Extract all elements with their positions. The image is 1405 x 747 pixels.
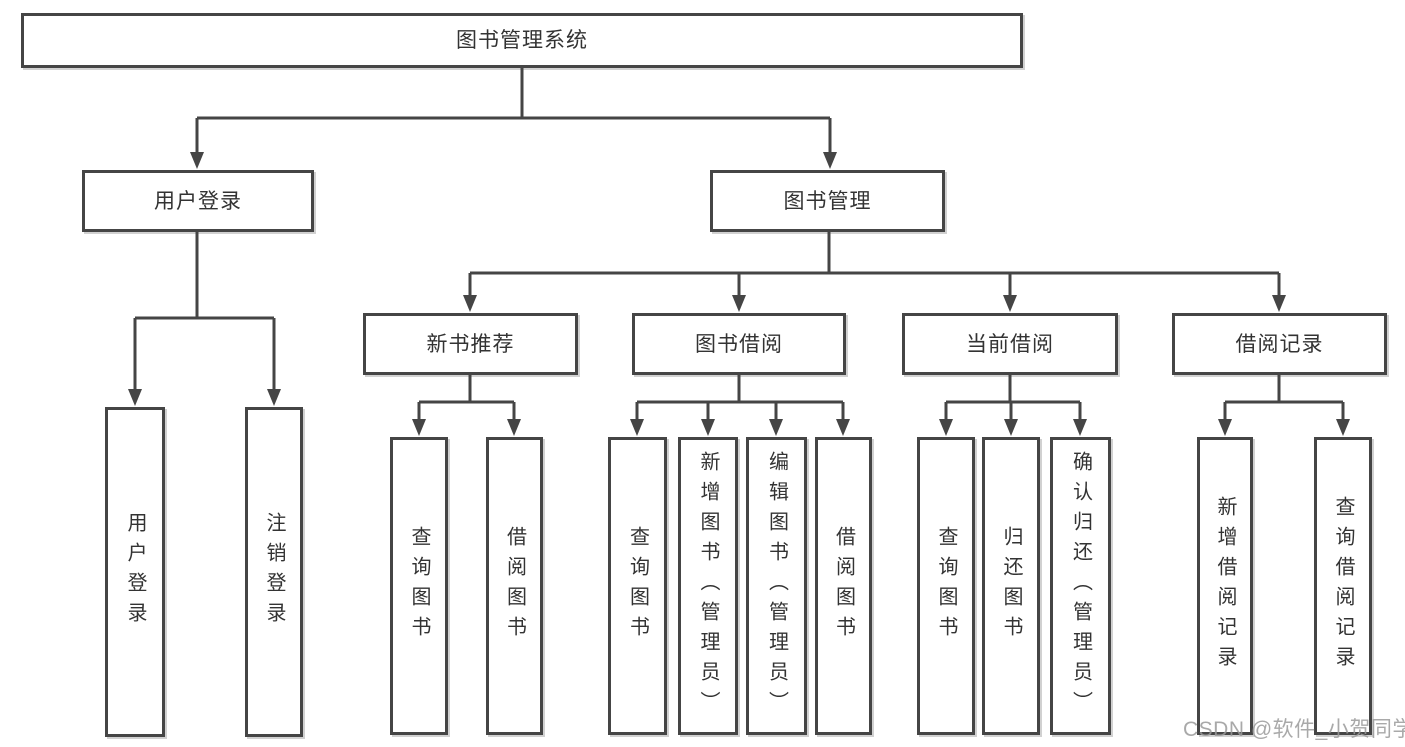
leaf-newbook-query-books: 查询图书	[390, 437, 448, 735]
leaf-logout: 注销登录	[245, 407, 303, 737]
connector-book-mgmt-to-level3	[463, 232, 1286, 312]
leaf-borrow-add-books-admin: 新增图书（管理员）	[678, 437, 738, 735]
leaf-newbook-borrow-books: 借阅图书	[486, 437, 543, 735]
node-new-book-recommend: 新书推荐	[363, 313, 578, 375]
leaf-records-add-record: 新增借阅记录	[1197, 437, 1253, 735]
connector-root-to-level2	[190, 68, 837, 169]
leaf-borrow-query-books: 查询图书	[608, 437, 667, 735]
connector-new-book-children	[412, 375, 521, 436]
node-book-borrowing: 图书借阅	[632, 313, 846, 375]
leaf-borrow-edit-books-admin: 编辑图书（管理员）	[746, 437, 807, 735]
watermark-text: CSDN @软件_小贺同学	[1183, 718, 1405, 741]
connector-user-login-children	[128, 232, 281, 406]
leaf-current-confirm-return-admin: 确认归还（管理员）	[1050, 437, 1111, 735]
leaf-user-login: 用户登录	[105, 407, 165, 737]
node-book-management: 图书管理	[710, 170, 945, 232]
node-current-borrowing: 当前借阅	[902, 313, 1118, 375]
connector-book-borrow-children	[630, 375, 850, 436]
connector-current-borrow-children	[939, 375, 1087, 436]
connector-borrow-records-children	[1218, 375, 1350, 436]
leaf-current-query-books: 查询图书	[917, 437, 975, 735]
leaf-current-return-books: 归还图书	[982, 437, 1040, 735]
node-library-management-system: 图书管理系统	[21, 13, 1023, 68]
node-borrowing-records: 借阅记录	[1172, 313, 1387, 375]
node-user-login: 用户登录	[82, 170, 314, 232]
leaf-borrow-borrow-books: 借阅图书	[815, 437, 872, 735]
leaf-records-query-record: 查询借阅记录	[1314, 437, 1372, 735]
